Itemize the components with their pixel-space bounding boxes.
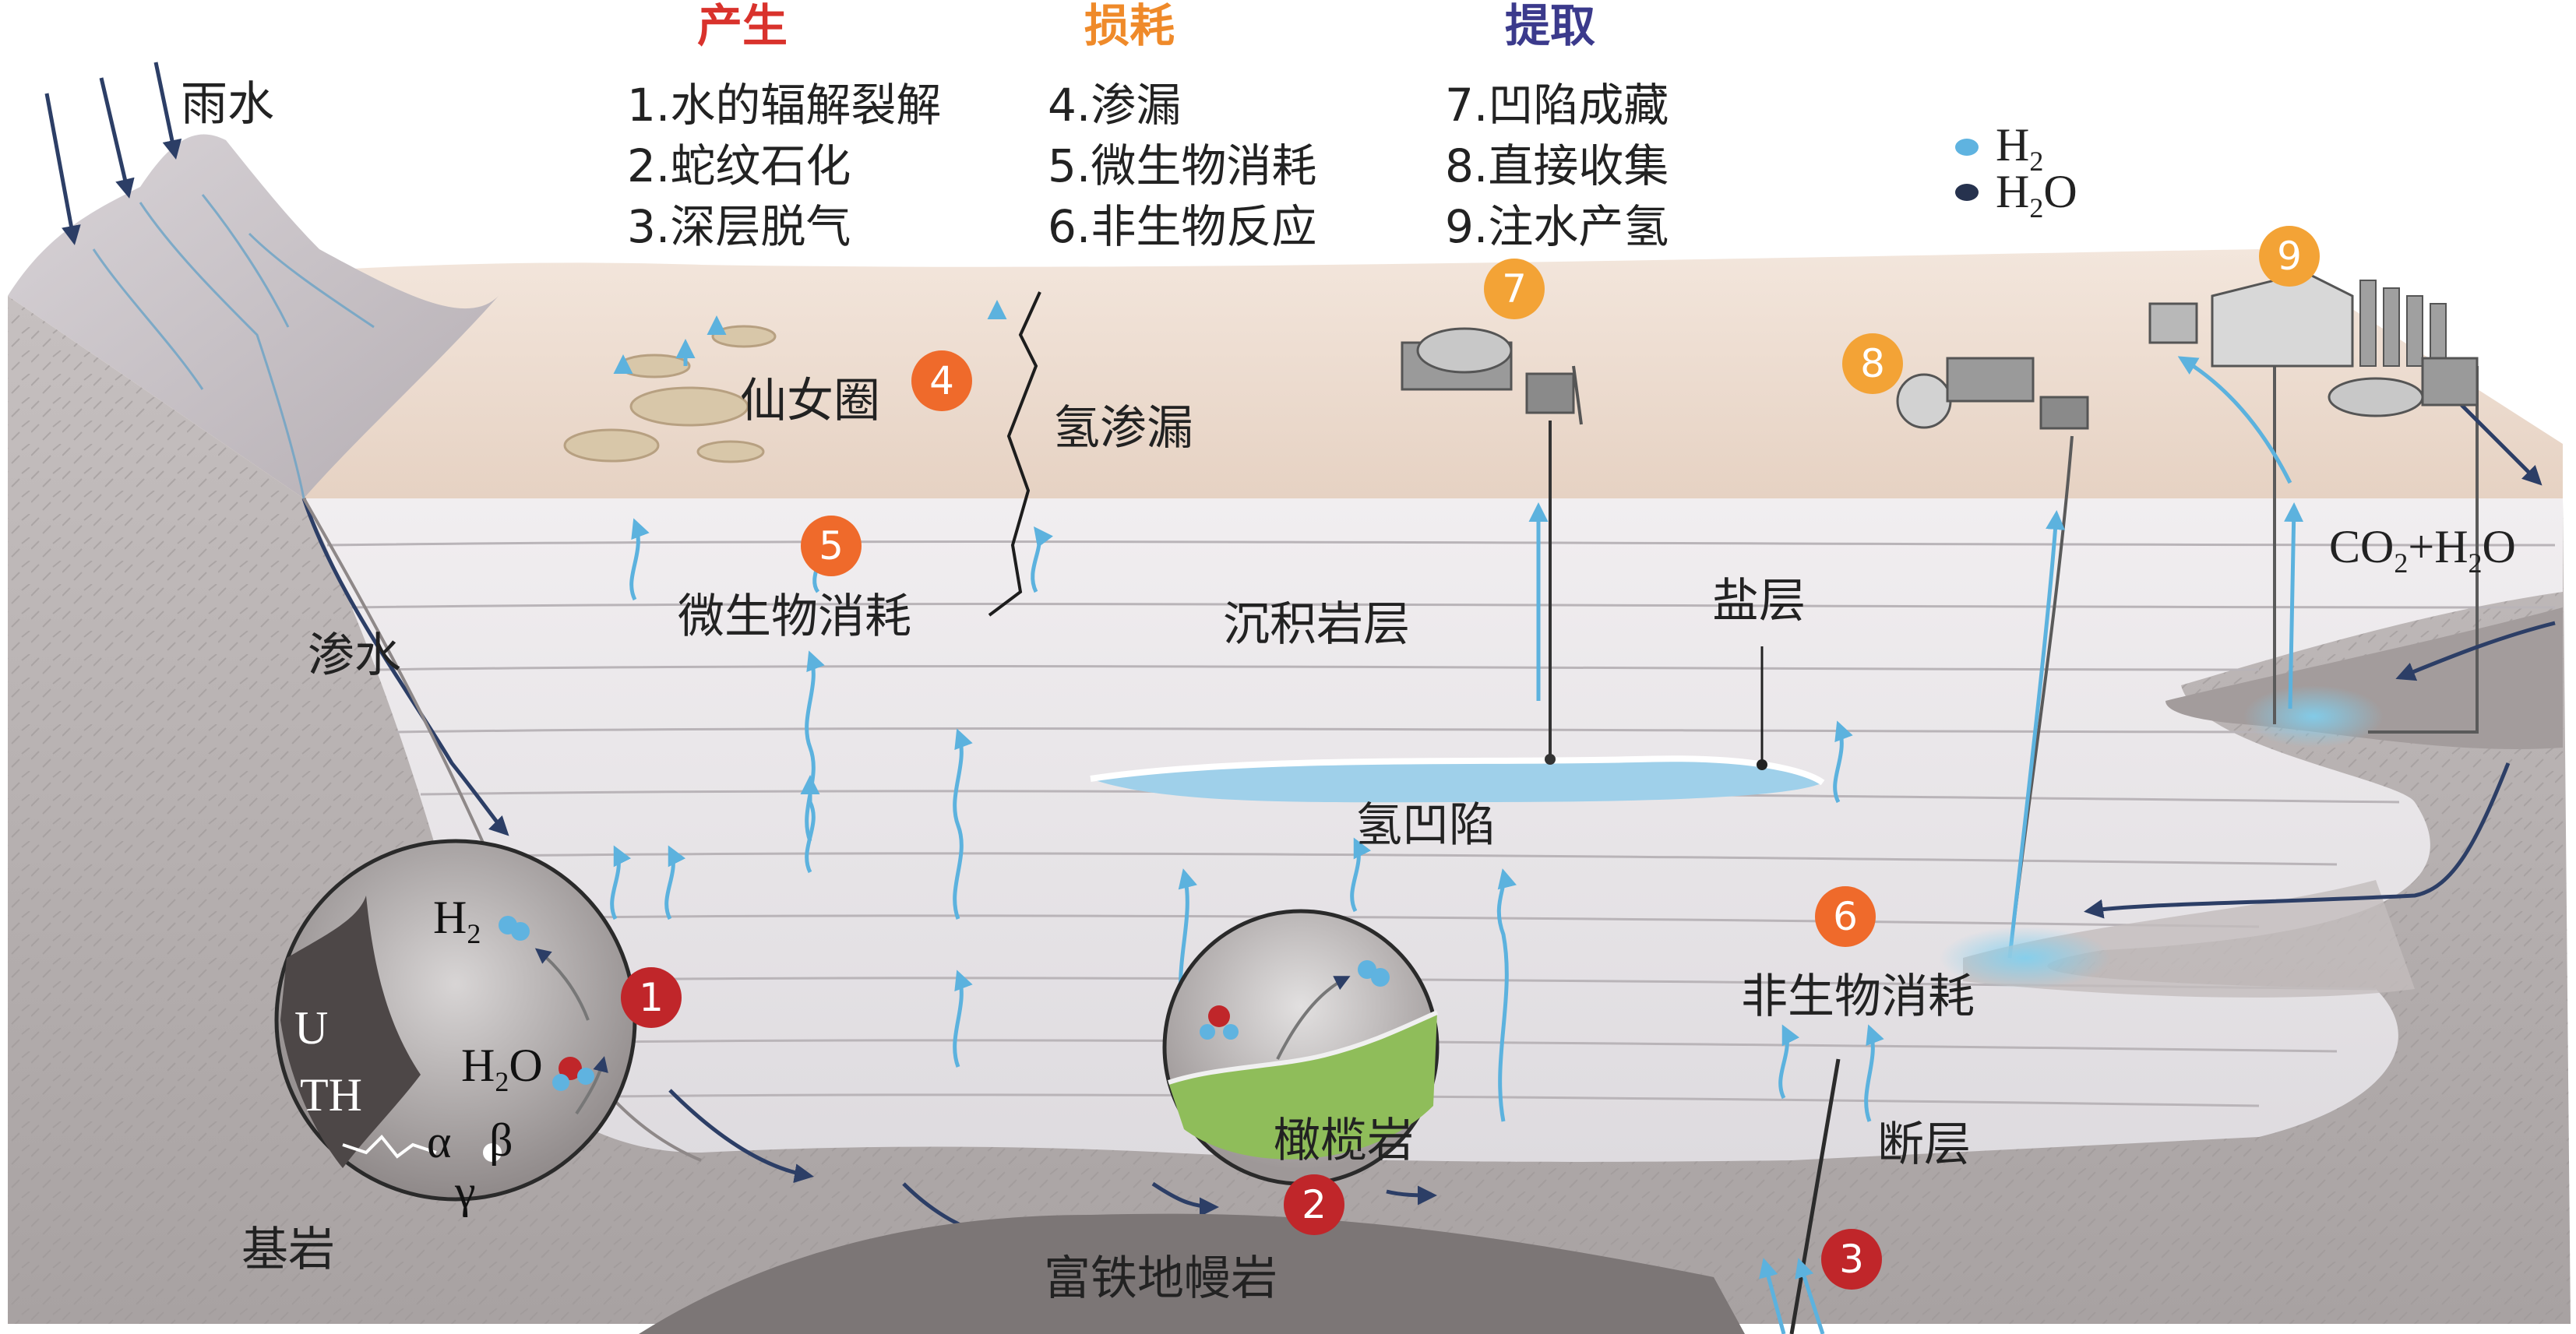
label-sedimentary: 沉积岩层 <box>1223 597 1410 652</box>
loss-title: 损耗 <box>1084 0 1175 52</box>
label-salt: 盐层 <box>1712 574 1806 628</box>
badge-7: 7 <box>1484 259 1545 319</box>
label-peridotite: 橄榄岩 <box>1274 1114 1414 1168</box>
label-hydrogen-trap: 氢凹陷 <box>1355 798 1496 853</box>
label-bedrock: 基岩 <box>241 1223 335 1277</box>
rain-arrows <box>44 62 182 245</box>
inset1-alpha: α <box>427 1116 452 1167</box>
inset1-beta: β <box>489 1114 513 1166</box>
label-fault: 断层 <box>1877 1118 1971 1172</box>
hydrogen-trap <box>1091 759 1823 803</box>
label-hydrogen-leak: 氢渗漏 <box>1053 401 1193 456</box>
facility-8 <box>1896 357 2089 430</box>
fairy-circles <box>563 325 777 463</box>
production-title: 产生 <box>697 0 788 52</box>
label-seepage: 渗水 <box>308 628 401 683</box>
fault-line <box>1789 1058 1841 1334</box>
badge-4: 4 <box>911 350 972 411</box>
facility-7 <box>1401 327 1583 425</box>
label-rain: 雨水 <box>181 77 274 132</box>
badge-6: 6 <box>1815 886 1876 947</box>
inset1-gamma: γ <box>455 1166 476 1217</box>
label-abiotic: 非生物消耗 <box>1741 970 1975 1024</box>
label-fairy-circle: 仙女圈 <box>740 374 880 428</box>
production-list: 1.水的辐解裂解 2.蛇纹石化 3.深层脱气 <box>627 79 942 253</box>
extraction-title: 提取 <box>1505 0 1596 52</box>
sedimentary-layers <box>304 498 2563 1162</box>
legend-h2-swatch <box>1955 139 1979 156</box>
legend-h2-label: H2 <box>1996 119 2044 177</box>
iron-rich-mantle <box>639 1213 1745 1334</box>
mountain <box>8 134 499 498</box>
rising-hydrogen-arrows <box>610 300 1884 1334</box>
extraction-list: 7.凹陷成藏 8.直接收集 9.注水产氢 <box>1445 79 1669 253</box>
badge-1: 1 <box>621 967 682 1028</box>
label-microbial: 微生物消耗 <box>678 590 911 644</box>
hydrogen-leak-crack <box>988 291 1041 617</box>
inset1-thorium: TH <box>300 1069 362 1121</box>
inset1-h2o-label: H2O <box>461 1040 543 1097</box>
plant-9 <box>2148 271 2479 417</box>
label-co2-h2o: CO2+H2O <box>2329 521 2516 579</box>
inset1-uranium: U <box>294 1002 329 1054</box>
loss-list: 4.渗漏 5.微生物消耗 6.非生物反应 <box>1048 79 1317 253</box>
injection-lines <box>2273 366 2479 734</box>
legend-h2o-swatch <box>1955 184 1979 201</box>
legend-h2o-label: H2O <box>1996 166 2077 224</box>
badge-9: 9 <box>2259 226 2320 287</box>
inset-serpentinization <box>1162 909 1440 1186</box>
label-mantle: 富铁地幔岩 <box>1044 1251 1277 1306</box>
badge-3: 3 <box>1821 1229 1882 1290</box>
badge-2: 2 <box>1284 1174 1344 1235</box>
badge-5: 5 <box>801 516 862 576</box>
inset1-h2-label: H2 <box>433 892 481 949</box>
badge-8: 8 <box>1842 333 1903 394</box>
